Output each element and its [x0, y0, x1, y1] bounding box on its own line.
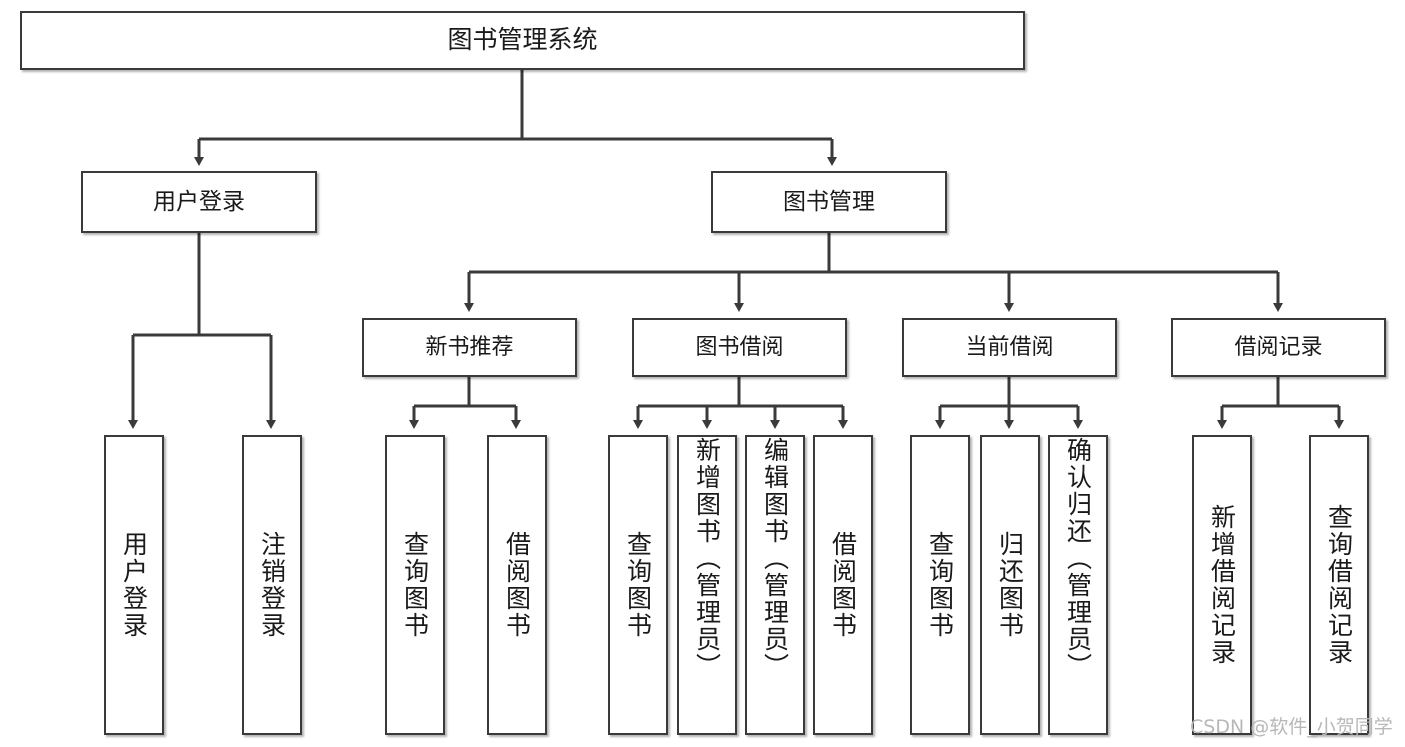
leaf-add-book-admin[interactable]: 新增图书（管理员） [677, 435, 737, 735]
leaf-query-borrow-record[interactable]: 查询借阅记录 [1309, 435, 1369, 735]
leaf-query-book-borrow[interactable]: 查询图书 [608, 435, 668, 735]
node-label: 当前借阅 [965, 334, 1054, 360]
node-label: 编辑图书（管理员） [760, 437, 790, 680]
leaf-add-borrow-record[interactable]: 新增借阅记录 [1192, 435, 1252, 735]
leaf-return-book[interactable]: 归还图书 [980, 435, 1040, 735]
leaf-borrow-book-recommend[interactable]: 借阅图书 [487, 435, 547, 735]
node-label: 查询图书 [623, 531, 653, 639]
node-book-management[interactable]: 图书管理 [711, 171, 947, 233]
leaf-borrow-book[interactable]: 借阅图书 [813, 435, 873, 735]
node-label: 查询图书 [925, 531, 955, 639]
node-label: 查询图书 [400, 531, 430, 639]
node-label: 新增借阅记录 [1207, 504, 1237, 666]
leaf-edit-book-admin[interactable]: 编辑图书（管理员） [745, 435, 805, 735]
node-label: 归还图书 [995, 531, 1025, 639]
node-label: 新书推荐 [425, 334, 514, 360]
leaf-user-login[interactable]: 用户登录 [104, 435, 164, 735]
node-label: 图书管理 [783, 188, 875, 215]
node-label: 新增图书（管理员） [692, 437, 722, 680]
leaf-query-book-current[interactable]: 查询图书 [910, 435, 970, 735]
node-root-system[interactable]: 图书管理系统 [20, 11, 1025, 70]
node-label: 查询借阅记录 [1324, 504, 1354, 666]
node-new-book-recommend[interactable]: 新书推荐 [362, 318, 577, 377]
leaf-confirm-return-admin[interactable]: 确认归还（管理员） [1048, 435, 1108, 735]
node-book-borrow[interactable]: 图书借阅 [632, 318, 847, 377]
leaf-query-book-recommend[interactable]: 查询图书 [385, 435, 445, 735]
node-label: 借阅图书 [502, 531, 532, 639]
node-label: 注销登录 [257, 531, 287, 639]
node-label: 图书管理系统 [447, 25, 598, 55]
node-label: 用户登录 [119, 531, 149, 639]
node-user-login[interactable]: 用户登录 [81, 171, 317, 233]
node-label: 图书借阅 [695, 334, 784, 360]
node-label: 用户登录 [153, 188, 245, 215]
node-label: 借阅记录 [1234, 334, 1323, 360]
leaf-logout[interactable]: 注销登录 [242, 435, 302, 735]
node-label: 借阅图书 [828, 531, 858, 639]
node-current-borrow[interactable]: 当前借阅 [902, 318, 1117, 377]
node-borrow-record[interactable]: 借阅记录 [1171, 318, 1386, 377]
node-label: 确认归还（管理员） [1063, 437, 1093, 680]
watermark: CSDN @软件_小贺同学 [1190, 716, 1393, 738]
